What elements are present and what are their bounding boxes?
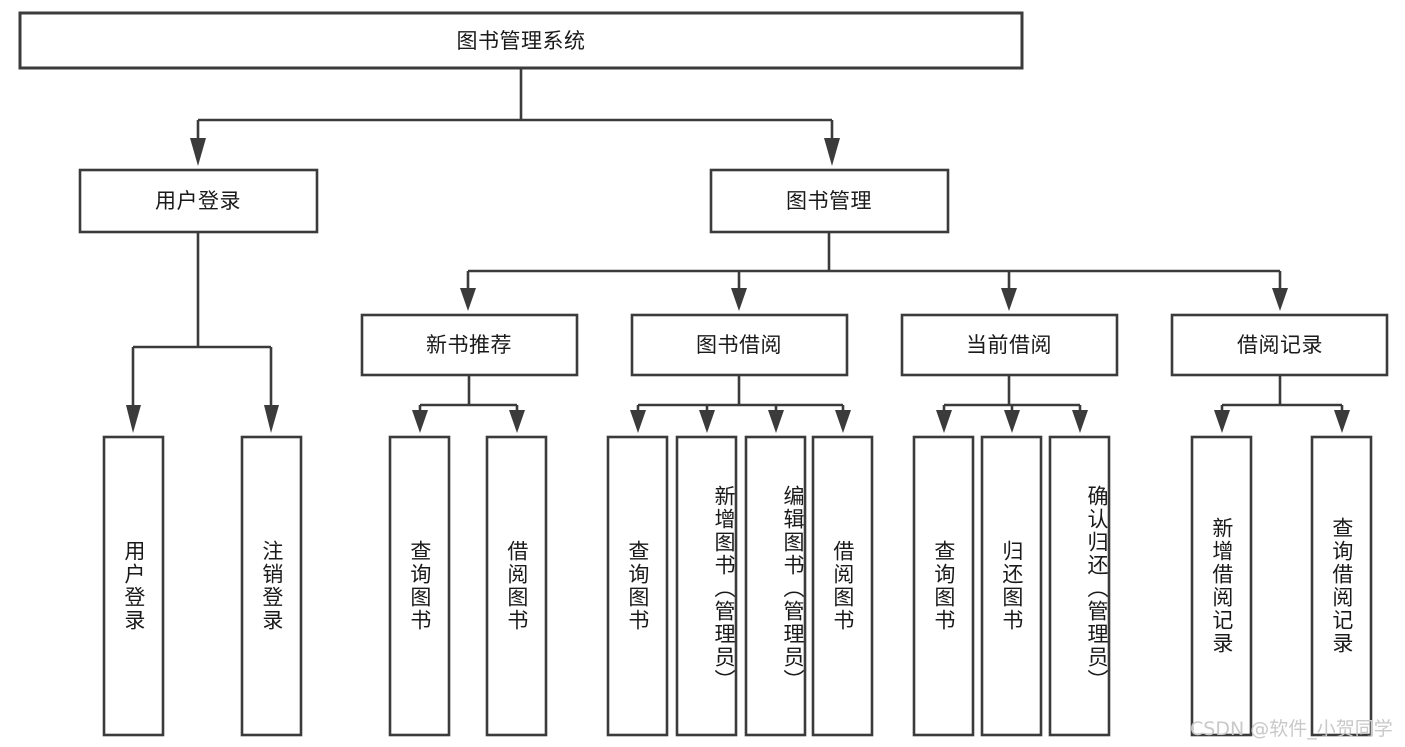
connector-group-new-book-rec (412, 375, 525, 433)
leaf-box-br-add-record[interactable] (1190, 435, 1253, 737)
node-book-borrow[interactable]: 图书借阅 (630, 313, 849, 377)
connector-group-user-login (126, 232, 279, 433)
node-current-borrow-label: 当前借阅 (966, 333, 1052, 357)
leaf-box-user-login[interactable] (102, 435, 165, 737)
arrow-head-leaf-bb-edit (768, 410, 784, 433)
arrow-head-leaf-br-add (1214, 410, 1230, 433)
connector-group-book-manage (460, 232, 1288, 311)
arrow-head-leaf-cb-return (1004, 410, 1020, 433)
arrow-head-leaf-user-logout (264, 405, 279, 433)
node-user-login-box[interactable] (78, 168, 319, 234)
leaf-box-cb-confirm-return[interactable] (1048, 435, 1111, 737)
node-borrow-record[interactable]: 借阅记录 (1170, 313, 1389, 377)
leaf-box-cb-return-book[interactable] (980, 435, 1043, 737)
arrow-head-book-manage (824, 138, 840, 166)
leaf-box-bb-add-book[interactable] (675, 435, 738, 737)
arrow-head-leaf-cb-confirm (1072, 410, 1088, 433)
arrow-head-new-book-rec (460, 288, 476, 311)
connector-group-book-borrow (630, 375, 851, 433)
arrow-head-leaf-cb-query (936, 410, 952, 433)
node-new-book-rec[interactable]: 新书推荐 (360, 313, 579, 377)
node-borrow-record-label: 借阅记录 (1237, 333, 1323, 357)
node-current-borrow[interactable]: 当前借阅 (900, 313, 1119, 377)
node-borrow-record-box[interactable] (1170, 313, 1389, 377)
arrow-head-current-borrow (1001, 288, 1017, 311)
arrow-head-leaf-bb-borrow (835, 410, 851, 433)
arrow-head-leaf-bb-add (699, 410, 715, 433)
leaf-box-bb-query-book[interactable] (606, 435, 669, 737)
leaf-box-cb-query-book[interactable] (912, 435, 975, 737)
leaf-box-bb-edit-book[interactable] (744, 435, 807, 737)
leaf-box-nbr-borrow-book[interactable] (485, 435, 548, 737)
node-new-book-rec-label: 新书推荐 (426, 333, 512, 357)
connector-group-borrow-record (1214, 375, 1350, 433)
node-new-book-rec-box[interactable] (360, 313, 579, 377)
node-book-manage-label: 图书管理 (786, 189, 872, 213)
node-current-borrow-box[interactable] (900, 313, 1119, 377)
arrow-head-leaf-br-query (1334, 410, 1350, 433)
node-user-login[interactable]: 用户登录 (78, 168, 319, 234)
node-root[interactable]: 图书管理系统 (18, 11, 1024, 70)
node-book-borrow-label: 图书借阅 (696, 333, 782, 357)
arrow-head-user-login (190, 138, 206, 166)
connector-group-root (190, 68, 840, 166)
node-root-box[interactable] (18, 11, 1024, 70)
leaf-box-bb-borrow-book[interactable] (811, 435, 874, 737)
csdn-watermark: CSDN @软件_小贺同学 (1190, 718, 1393, 740)
arrow-head-borrow-record (1272, 288, 1288, 311)
arrow-head-leaf-nbr-borrow (509, 410, 525, 433)
leaf-box-br-query-record[interactable] (1310, 435, 1373, 737)
node-user-login-label: 用户登录 (155, 189, 241, 213)
node-book-manage-box[interactable] (709, 168, 950, 234)
arrow-head-book-borrow (731, 288, 747, 311)
leaf-box-user-logout[interactable] (240, 435, 303, 737)
arrow-head-leaf-nbr-query (412, 410, 428, 433)
node-book-borrow-box[interactable] (630, 313, 849, 377)
node-root-label: 图书管理系统 (457, 29, 586, 53)
leaf-box-nbr-query-book[interactable] (388, 435, 451, 737)
connector-group-current-borrow (936, 375, 1088, 433)
node-book-manage[interactable]: 图书管理 (709, 168, 950, 234)
leaf-box-group (102, 435, 1373, 737)
arrow-head-leaf-user-login (126, 405, 141, 433)
arrow-head-leaf-bb-query (630, 410, 646, 433)
